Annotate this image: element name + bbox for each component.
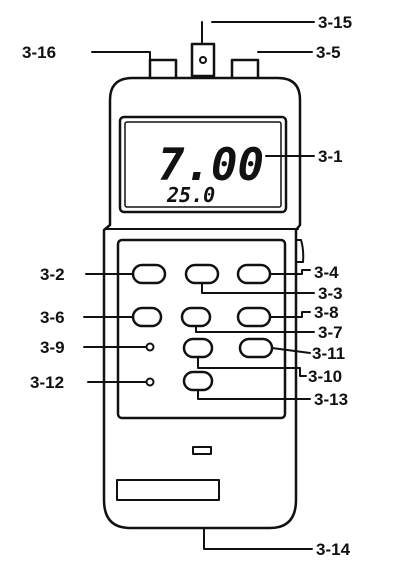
- button-3-3[interactable]: [184, 263, 220, 285]
- leader-3-14: [203, 527, 313, 550]
- button-3-4[interactable]: [236, 263, 272, 285]
- callout-3-12: 3-12: [30, 373, 64, 392]
- connector-hole: [199, 56, 207, 64]
- leader-3-7: [195, 325, 315, 333]
- callout-3-16: 3-16: [22, 43, 56, 62]
- meter-body: [102, 76, 302, 530]
- keypad-panel: [116, 238, 287, 420]
- leader-3-8: [269, 311, 311, 318]
- callout-3-1: 3-1: [318, 147, 343, 166]
- button-3-7[interactable]: [180, 306, 212, 328]
- leader-3-16: [91, 51, 151, 61]
- leader-3-11: [271, 347, 311, 354]
- button-3-2[interactable]: [131, 263, 167, 285]
- top-right-socket: [230, 58, 260, 80]
- lcd-sub-reading: 25.0: [166, 183, 215, 207]
- lcd-window: [118, 115, 288, 214]
- button-3-6[interactable]: [131, 306, 163, 328]
- callout-3-7: 3-7: [318, 323, 343, 342]
- callout-3-8: 3-8: [314, 303, 339, 322]
- leader-3-3: [201, 282, 315, 294]
- callout-3-11: 3-11: [312, 344, 345, 363]
- callout-3-14: 3-14: [316, 540, 351, 559]
- leader-3-10: [197, 356, 307, 377]
- button-3-10[interactable]: [182, 337, 214, 359]
- top-connector-tab: [190, 42, 216, 78]
- lcd-inner-frame: [124, 121, 282, 208]
- callout-3-6: 3-6: [40, 308, 65, 327]
- callout-3-3: 3-3: [318, 284, 343, 303]
- callout-3-5: 3-5: [316, 43, 341, 62]
- callout-3-13: 3-13: [314, 390, 348, 409]
- leader-3-4: [269, 269, 311, 275]
- leader-3-13: [197, 389, 311, 400]
- lcd-main-reading: 7.00: [158, 140, 264, 191]
- callout-3-15: 3-15: [318, 13, 352, 32]
- callout-3-2: 3-2: [40, 265, 65, 284]
- callout-3-9: 3-9: [40, 338, 65, 357]
- button-3-8[interactable]: [236, 306, 272, 328]
- button-3-11[interactable]: [238, 337, 274, 359]
- indicator-3-12: [145, 377, 155, 387]
- bottom-compartment: [116, 479, 220, 501]
- callout-3-4: 3-4: [314, 263, 339, 282]
- button-3-13[interactable]: [182, 370, 214, 392]
- small-slot: [192, 446, 212, 455]
- top-left-socket: [148, 58, 178, 80]
- indicator-3-9: [145, 342, 155, 352]
- callout-3-10: 3-10: [308, 367, 342, 386]
- side-clip: [295, 239, 305, 263]
